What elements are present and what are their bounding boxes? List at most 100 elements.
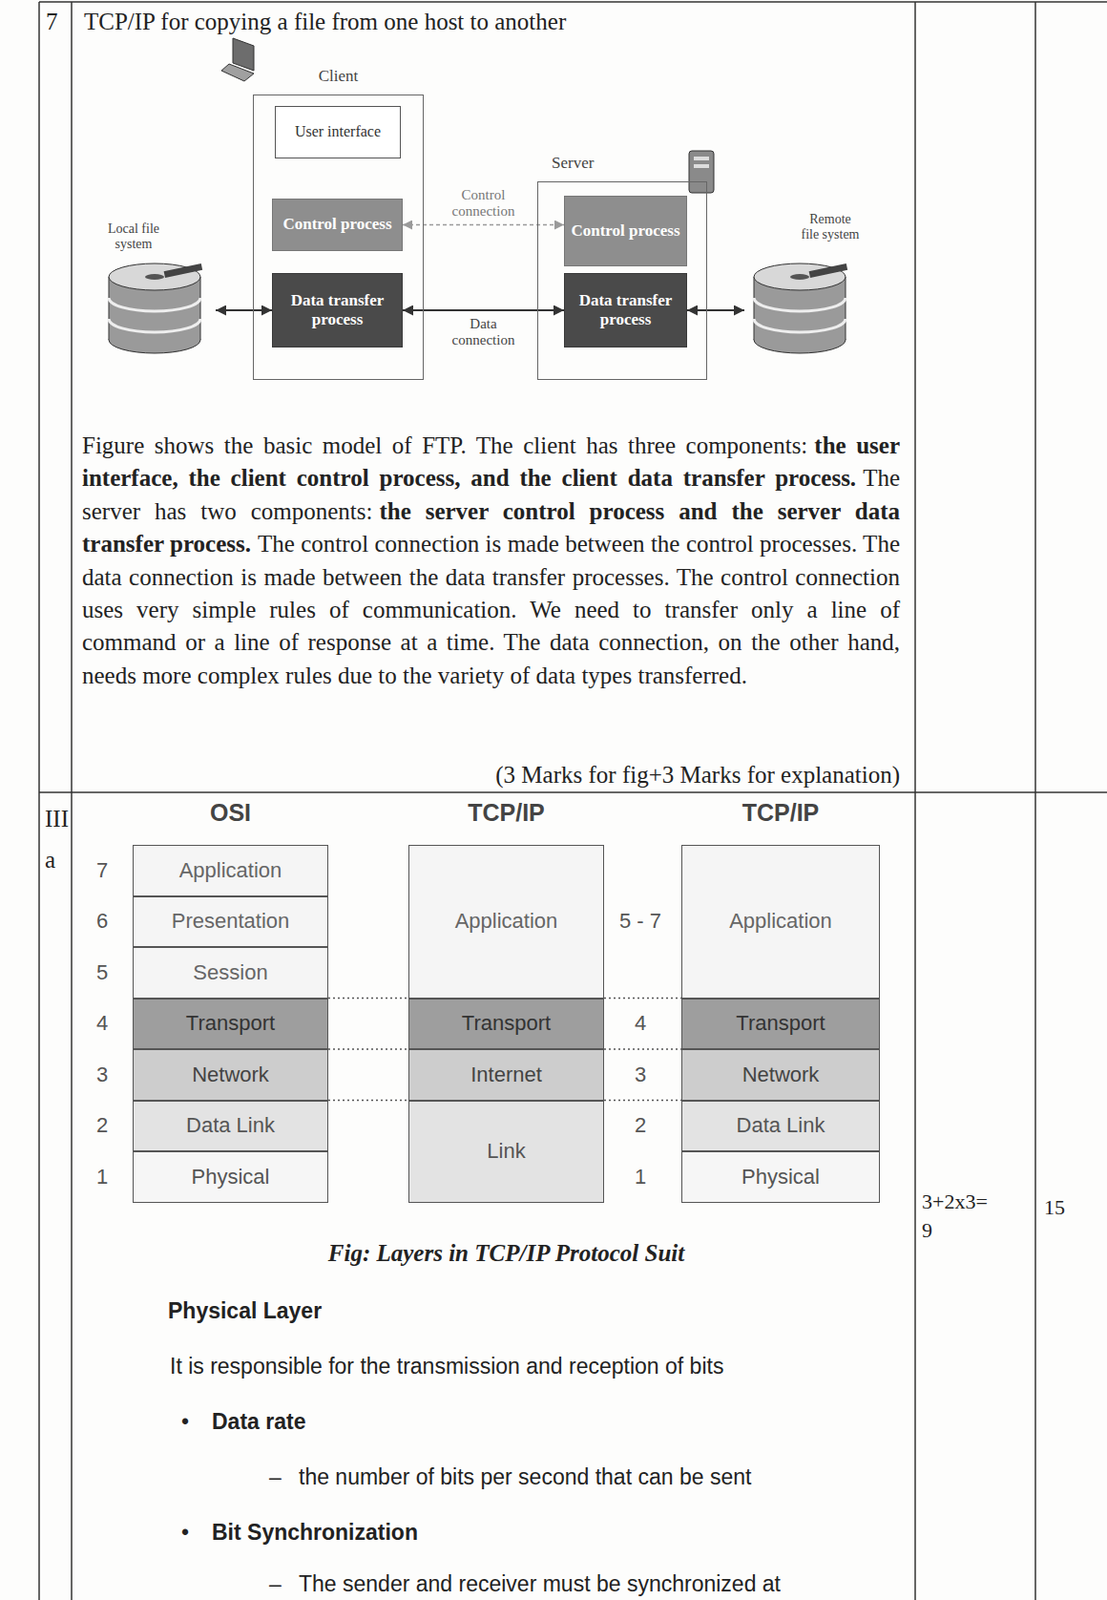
- laptop-screen: [232, 38, 254, 71]
- layer-number: 1: [608, 1163, 672, 1191]
- body-text: the number of bits per second that can b…: [298, 1463, 752, 1489]
- layer-box: Link: [408, 1100, 605, 1203]
- column-heading: OSI: [132, 797, 329, 827]
- table-rule: [1034, 1, 1037, 1600]
- laptop-icon: [221, 38, 254, 82]
- dotted-guide: [604, 1099, 682, 1102]
- row-number: 7: [45, 7, 59, 37]
- connection-label: Control connection: [450, 187, 518, 221]
- server-tower: [689, 150, 714, 193]
- server-icon: [689, 150, 714, 193]
- container-box: ClientUser interfaceControl processData …: [252, 94, 424, 380]
- column-heading: TCP/IP: [408, 797, 605, 827]
- layer-box: Data Link: [681, 1100, 880, 1152]
- layer-number: 6: [87, 907, 117, 935]
- disk-edge: [753, 276, 755, 340]
- disk-arm: [809, 263, 849, 278]
- container-heading: Server: [551, 153, 594, 173]
- node-label: Data transfer process: [570, 291, 681, 330]
- table-rule: [70, 1, 73, 1600]
- layer-number: 2: [87, 1111, 117, 1139]
- body-text: It is responsible for the transmission a…: [169, 1353, 724, 1379]
- marks-note: (3 Marks for fig+3 Marks for explanation…: [82, 760, 900, 790]
- answer-text: Figure shows the basic model of FTP. The…: [82, 432, 808, 459]
- layer-box: Transport: [132, 998, 329, 1050]
- node-label: Internet: [470, 1062, 543, 1087]
- dotted-guide: [604, 997, 682, 1000]
- layer-number: 3: [608, 1061, 672, 1088]
- connection-arrow: [687, 309, 745, 312]
- layer-number: 5: [87, 959, 117, 986]
- layer-box: Presentation: [132, 896, 329, 948]
- table-rule: [38, 1, 41, 1600]
- container-box: ServerControl processData transfer proce…: [537, 181, 708, 380]
- layer-box: Network: [132, 1048, 329, 1101]
- disk-icon: [753, 263, 848, 354]
- node-label: Physical: [741, 1164, 820, 1190]
- dash: –: [269, 1463, 282, 1489]
- node-label: Link: [486, 1138, 525, 1164]
- row-number: III a: [44, 797, 69, 880]
- table-rule: [39, 791, 1107, 794]
- node-label: Transport: [186, 1010, 275, 1036]
- node-label: Data Link: [186, 1112, 275, 1138]
- disk-icon: [108, 263, 203, 354]
- layer-number: 2: [608, 1111, 672, 1139]
- disk-spindle: [790, 273, 810, 280]
- disk-platter: [753, 318, 846, 333]
- connection-arrow: [215, 309, 272, 312]
- file-system: Local file system: [103, 221, 216, 353]
- layer-box: Physical: [132, 1150, 329, 1203]
- interface-box: User interface: [274, 105, 401, 159]
- node-label: Network: [742, 1062, 820, 1087]
- node-label: Transport: [461, 1010, 551, 1036]
- layer-box: Application: [132, 844, 329, 897]
- layer-box: Session: [132, 946, 329, 999]
- layer-number: 4: [87, 1009, 117, 1037]
- dotted-guide: [328, 1047, 409, 1050]
- body-text: The sender and receiver must be synchron…: [298, 1570, 781, 1596]
- disk-platter: [108, 297, 201, 312]
- node-label: Data Link: [736, 1112, 826, 1138]
- bullet: •: [181, 1519, 189, 1545]
- layer-box: Internet: [408, 1048, 605, 1101]
- process-box: Data transfer process: [563, 272, 688, 348]
- layer-number: 1: [87, 1163, 117, 1191]
- disk-edge: [108, 276, 110, 340]
- column-heading: TCP/IP: [681, 797, 880, 827]
- process-box: Control process: [563, 195, 688, 267]
- disk-spindle: [145, 273, 165, 280]
- node-label: Presentation: [171, 908, 291, 934]
- layer-box: Transport: [408, 998, 605, 1050]
- bullet-heading: Data rate: [211, 1408, 306, 1434]
- disk-platter: [108, 318, 201, 333]
- node-label: Data transfer process: [278, 291, 397, 330]
- table-rule: [39, 0, 1107, 3]
- layer-box: Application: [681, 844, 880, 999]
- connection-arrow: [402, 309, 564, 312]
- laptop-base: [221, 63, 254, 82]
- layer-box: Transport: [681, 998, 880, 1050]
- node-label: Application: [455, 908, 559, 934]
- process-box: Data transfer process: [271, 272, 403, 348]
- server-slot: [693, 156, 710, 161]
- layer-number: 4: [608, 1009, 672, 1037]
- node-label: Control process: [282, 214, 392, 234]
- layer-box: Network: [681, 1048, 880, 1101]
- container-heading: Client: [253, 66, 423, 86]
- node-label: Transport: [735, 1010, 825, 1036]
- node-label: Network: [191, 1062, 270, 1087]
- connection-label: Data connection: [450, 315, 518, 350]
- layer-number: 7: [87, 856, 117, 884]
- node-label: Session: [192, 960, 268, 985]
- connection-arrow: [402, 224, 564, 227]
- figure-caption: Fig: Layers in TCP/IP Protocol Suit: [132, 1238, 880, 1268]
- total-marks: 15: [1044, 1194, 1066, 1220]
- layer-number: 5 - 7: [608, 907, 672, 935]
- layer-box: Application: [408, 844, 605, 999]
- section-heading: Physical Layer: [167, 1297, 322, 1323]
- layer-box: Physical: [681, 1150, 880, 1203]
- node-label: User interface: [294, 123, 381, 142]
